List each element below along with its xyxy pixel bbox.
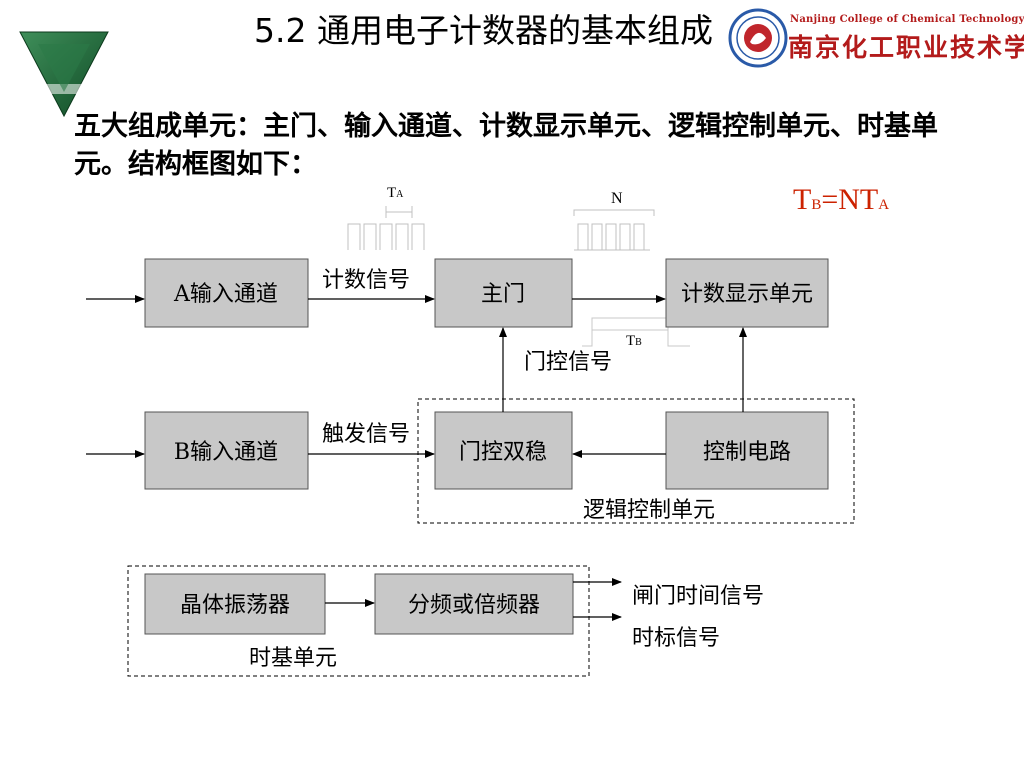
formula-t: T [793, 183, 812, 216]
slide-logo-icon [18, 31, 110, 118]
ta-sub: A [396, 189, 404, 200]
ta-pulse-train [347, 206, 425, 250]
divider-label: 分频或倍频器 [408, 593, 540, 618]
ta-t: T [387, 185, 396, 201]
tb-sub: B [635, 337, 642, 348]
gate-flipflop-block [434, 411, 573, 490]
count-signal-label: 计数信号 [322, 268, 410, 293]
main-gate-block [434, 258, 573, 328]
tb-t: T [626, 333, 635, 349]
formula-a: A [878, 197, 890, 213]
counter-display-label: 计数显示单元 [681, 282, 813, 307]
a-input-channel-block [144, 258, 309, 328]
control-circuit-label: 控制电路 [703, 440, 791, 465]
crystal-oscillator-block [144, 573, 326, 635]
slide-title: 5.2 通用电子计数器的基本组成 [254, 11, 713, 50]
time-base-unit-boundary [127, 565, 590, 677]
n-pulse-train [573, 209, 655, 251]
college-name-cn: 南京化工职业技术学院 [788, 33, 1024, 62]
formula-b: B [811, 197, 822, 213]
formula-tb-nta: TB=NTA [793, 183, 889, 217]
crystal-oscillator-label: 晶体振荡器 [180, 593, 290, 618]
b-input-channel-block [144, 411, 309, 490]
main-gate-label: 主门 [481, 282, 525, 307]
counter-display-block [665, 258, 829, 328]
b-input-label: B输入通道 [174, 440, 278, 465]
ta-label: TA [387, 185, 404, 201]
logic-control-unit-boundary [417, 398, 855, 524]
college-seal-icon [728, 8, 788, 68]
time-base-unit-label: 时基单元 [249, 646, 337, 671]
gate-signal-label: 门控信号 [524, 350, 612, 375]
a-input-label: A输入通道 [173, 282, 278, 307]
tb-label: TB [626, 333, 642, 349]
n-label: N [611, 190, 623, 207]
time-mark-signal-label: 时标信号 [632, 626, 720, 651]
intro-text: 五大组成单元：主门、输入通道、计数显示单元、逻辑控制单元、时基单元。结构框图如下… [74, 111, 938, 180]
gate-time-signal-label: 闸门时间信号 [632, 584, 764, 609]
college-name-en: Nanjing College of Chemical Technology [790, 14, 1024, 25]
control-circuit-block [665, 411, 829, 490]
formula-eq: =NT [821, 183, 879, 216]
trigger-signal-label: 触发信号 [322, 422, 410, 447]
gate-flipflop-label: 门控双稳 [459, 440, 547, 465]
divider-multiplier-block [374, 573, 574, 635]
logic-control-unit-label: 逻辑控制单元 [583, 498, 715, 523]
tb-gate-waveform [582, 317, 690, 347]
